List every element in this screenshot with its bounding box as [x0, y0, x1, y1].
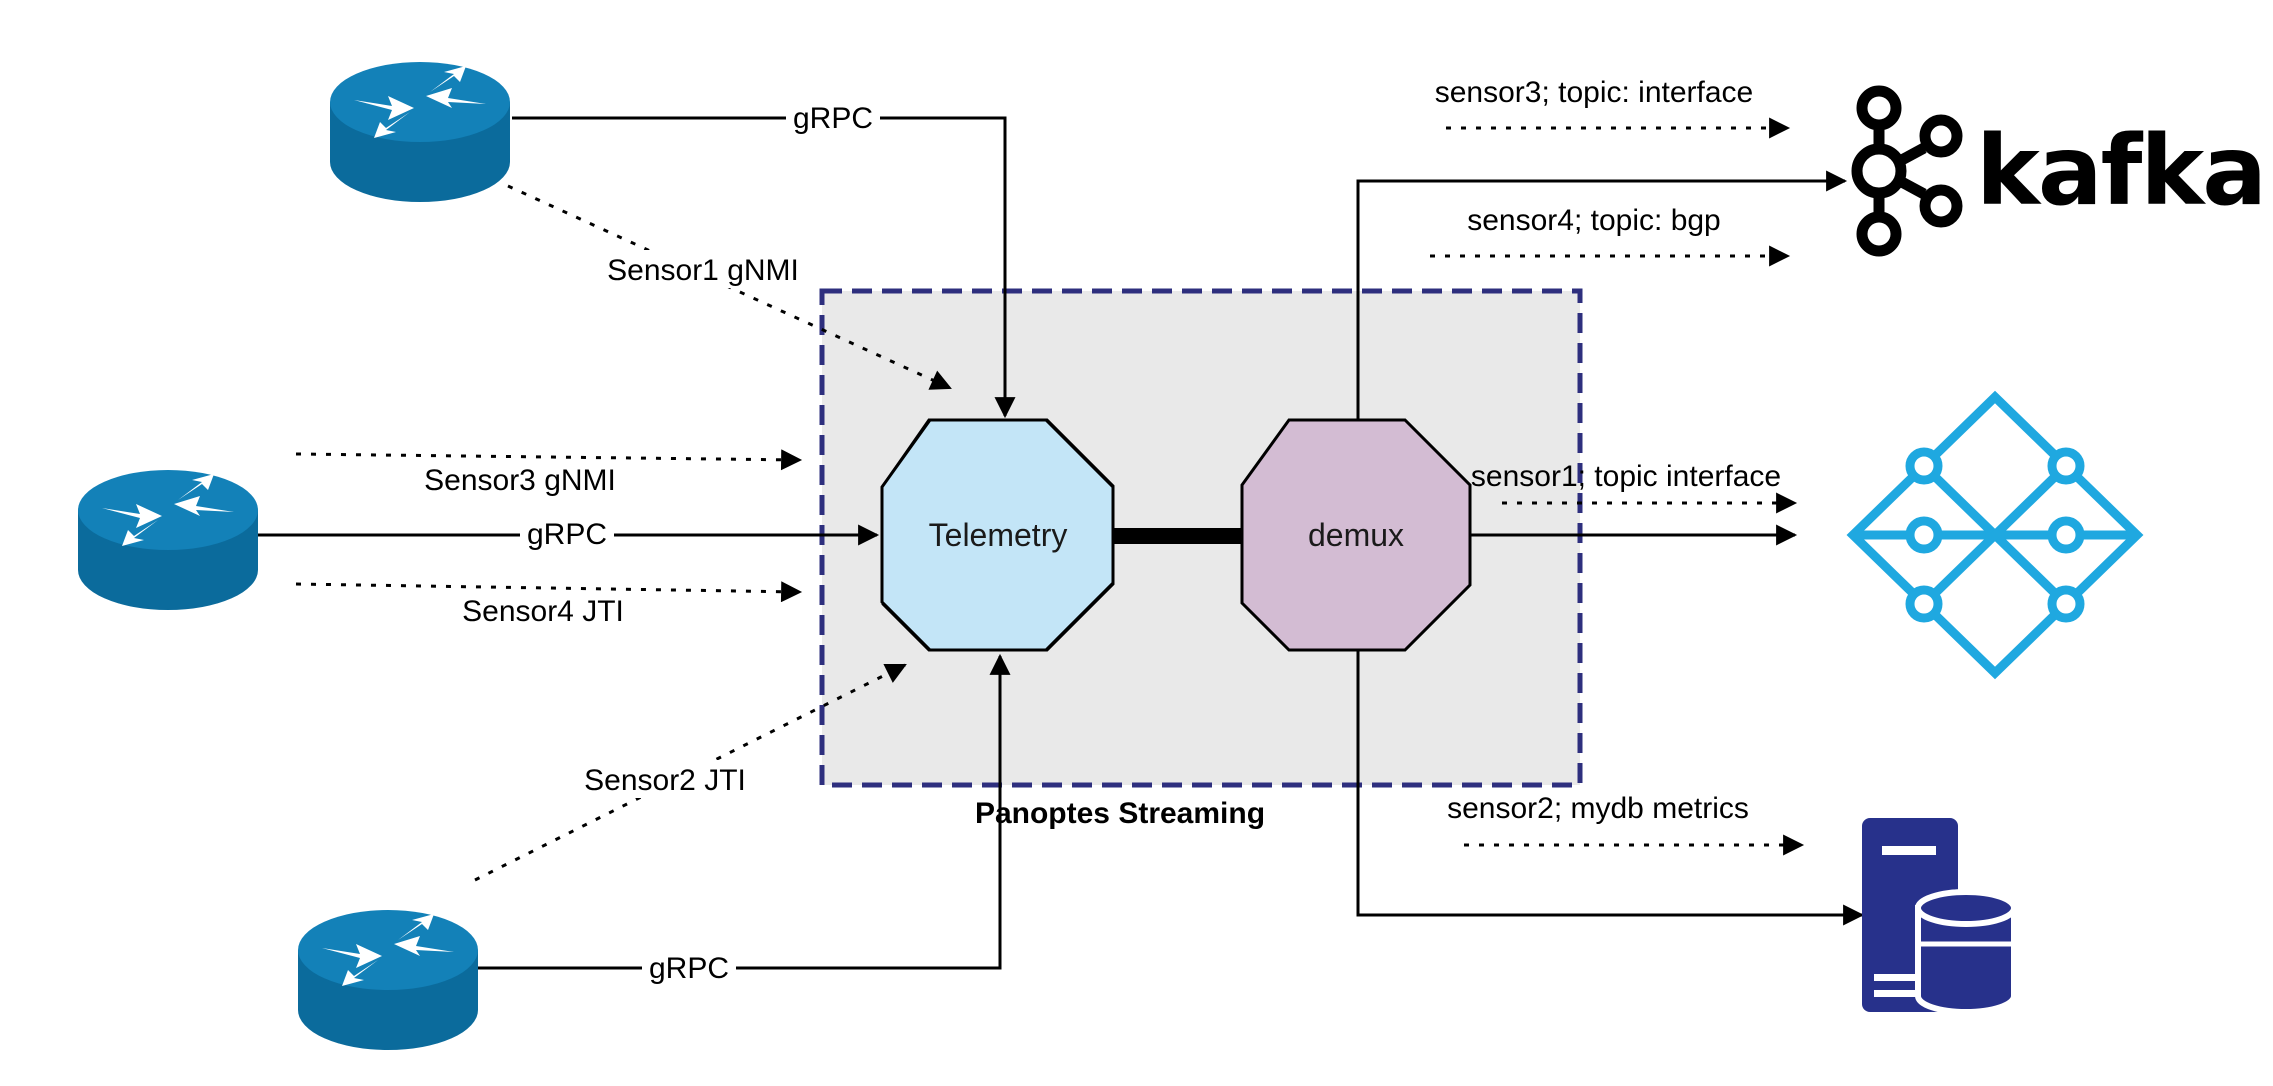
sensor4-jti-line — [295, 581, 803, 603]
sensor1-gnmi-label: Sensor1 gNMI — [607, 254, 799, 287]
panoptes-streaming-label: Panoptes Streaming — [975, 797, 1265, 830]
router-icon — [78, 470, 258, 610]
demux-node — [1240, 418, 1472, 652]
kafka-wordmark: kafka — [1976, 115, 2265, 227]
sensor3-topic-label: sensor3; topic: interface — [1435, 76, 1754, 109]
telemetry-label: Telemetry — [929, 517, 1068, 553]
router3-grpc-label: gRPC — [649, 952, 729, 985]
router1-grpc-label: gRPC — [793, 102, 873, 135]
sensor2-jti-label: Sensor2 JTI — [584, 764, 746, 797]
sensor2-topic-label: sensor2; mydb metrics — [1447, 792, 1749, 825]
sensor4-topic-label: sensor4; topic: bgp — [1467, 204, 1721, 237]
router-icon — [298, 910, 478, 1050]
kafka-logo: kafka — [1851, 85, 2267, 257]
database-server-icon — [1862, 818, 2017, 1015]
kafka-output-line — [1356, 170, 1848, 420]
grid-network-logo — [1846, 390, 2144, 680]
telemetry-node-shape — [880, 418, 1115, 652]
sensor3-gnmi-line — [295, 449, 803, 471]
router2-grpc-label: gRPC — [527, 518, 607, 551]
sensor4-jti-label: Sensor4 JTI — [462, 595, 624, 628]
sensor1-topic-label: sensor1; topic interface — [1471, 460, 1781, 493]
router1-grpc-line — [512, 116, 1016, 419]
demux-label: demux — [1308, 517, 1404, 553]
router-icon — [330, 62, 510, 202]
telemetry-demux-link — [1113, 528, 1243, 544]
sensor3-gnmi-label: Sensor3 gNMI — [424, 464, 616, 497]
database-output-line — [1356, 650, 1865, 926]
